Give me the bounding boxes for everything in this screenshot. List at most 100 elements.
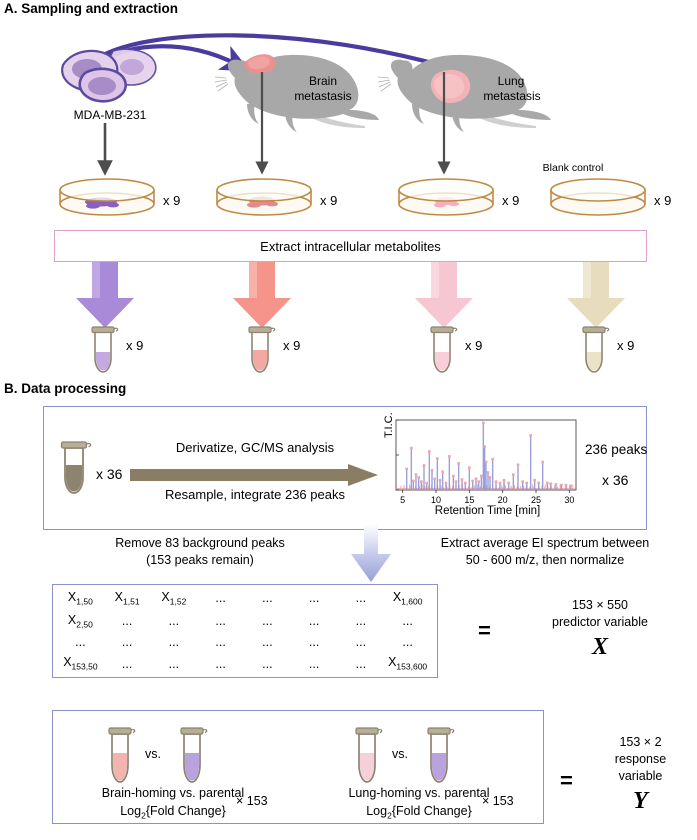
brain-count-label: × 153 [236,794,268,808]
remove-background-line1: Remove 83 background peaks [115,536,285,550]
mouse-brain-label-line2: metastasis [294,89,352,103]
matrix-cell-r3-c6: ... [308,635,320,650]
petri-dish-brain [214,178,314,220]
matrix-cell-r1-c1: X1,50 [67,590,93,607]
matrix-cell-r3-c8: ... [402,635,413,650]
dish-count-lung: x 9 [502,193,520,208]
matrix-cell-r2-c4: ... [215,613,226,628]
tube-lung [427,322,461,374]
chromatogram-ylabel: T.I.C. [383,412,395,438]
matrix-cell-r1-c4: ... [215,591,226,606]
dish-count-brain: x 9 [320,193,338,208]
tube-count-lung: x 9 [465,338,483,353]
mouse-lung-label-line1: Lung [497,74,525,88]
processing-down-arrow [349,524,393,584]
lung-count-label: × 153 [482,794,514,808]
response-variable-box [52,710,544,824]
mouse-brain-illustration [214,48,380,133]
matrix-cell-r4-c6: ... [308,656,320,671]
lung-foldchange-text: {Fold Change} [391,804,472,818]
chromatogram-xlabel: Retention Time [min] [434,505,541,517]
petri-dish-lung [396,178,496,220]
response-caption-line2: response [614,752,667,766]
matrix-cell-r2-c7: ... [355,613,367,628]
tube-blank [579,322,613,374]
svg-text:20: 20 [498,495,508,505]
tube-brain [245,322,279,374]
tube-parental-for-lung [424,723,456,785]
matrix-cell-r3-c4: ... [215,635,226,650]
tube-lung-homing [352,723,384,785]
predictor-symbol: X [591,634,608,660]
matrix-cell-r2-c5: ... [262,613,273,628]
matrix-cell-r1-c8: X1,600 [392,590,423,607]
matrix-cell-r2-c8: ... [402,613,413,628]
matrix-cell-r1-c2: X1,51 [114,590,140,607]
matrix-cell-r2-c1: X2,50 [67,612,93,630]
extract-ei-line1: Extract average EI spectrum between [440,536,650,550]
gcms-arrow-label-bottom: Resample, integrate 236 peaks [165,487,345,502]
cell-cluster-illustration [55,45,170,105]
lung-log-text: Log [366,804,388,818]
brain-log-sub: 2 [141,810,146,821]
extract-metabolites-box: Extract intracellular metabolites [54,230,647,262]
matrix-cell-r4-c2: ... [121,656,133,671]
colored-extraction-arrows [0,262,697,334]
tube-count-blank: x 9 [617,338,635,353]
svg-text:25: 25 [531,495,541,505]
response-equals-sign: = [560,768,573,793]
tube-parental [88,322,122,374]
matrix-cell-r3-c3: ... [168,635,180,650]
peaks-result-line2: x 36 [602,472,629,488]
brain-vs-label: vs. [145,747,161,761]
matrix-cell-r4-c8: X153,600 [388,655,428,672]
response-caption-line3: variable [618,769,663,783]
predictor-caption-line1: 153 × 550 [572,598,628,612]
lung-vs-label: vs. [392,747,408,761]
mouse-brain-label-line1: Brain [308,74,337,88]
matrix-cell-r1-c3: X1,52 [161,590,187,607]
dish-count-parental: x 9 [163,193,181,208]
lung-comparison-line1: Lung-homing vs. parental [348,786,490,800]
matrix-cell-r2-c6: ... [308,613,320,628]
response-symbol: Y [633,788,648,814]
lung-comparison-line2: Log2{Fold Change} [306,804,532,821]
matrix-cell-r3-c5: ... [262,635,273,650]
panel-a-title: A. Sampling and extraction [4,1,179,16]
peaks-result-line1: 236 peaks [585,442,648,457]
tube-parental-for-brain [177,723,209,785]
brain-comparison-line2: Log2{Fold Change} [58,804,288,821]
tube-count-parental: x 9 [126,338,144,353]
lung-log-sub: 2 [387,810,392,821]
dish-count-blank: x 9 [654,193,672,208]
matrix-cell-r4-c7: ... [355,656,367,671]
predictor-caption-line2: predictor variable [552,615,648,629]
brain-comparison-line1: Brain-homing vs. parental [101,786,245,800]
matrix-cell-r4-c5: ... [262,656,273,671]
matrix-cell-r3-c2: ... [121,635,133,650]
petri-dish-blank [548,178,648,220]
petri-dish-parental [57,178,157,220]
cell-line-label: MDA-MB-231 [73,108,147,122]
matrix-cell-r4-c4: ... [215,656,226,671]
brain-log-text: Log [120,804,142,818]
matrix-cell-r1-c5: ... [262,591,273,606]
extract-ei-line2: 50 - 600 m/z, then normalize [465,553,625,567]
matrix-cell-r2-c3: ... [168,613,180,628]
tube-pooled [57,437,95,495]
gcms-process-arrow [130,464,380,486]
mouse-lung-label-line2: metastasis [483,89,541,103]
predictor-equals-sign: = [478,618,491,643]
mouse-lung-illustration [377,48,553,133]
svg-text:15: 15 [464,495,474,505]
response-caption-line1: 153 × 2 [619,735,662,749]
remove-background-line2: (153 peaks remain) [146,553,254,567]
matrix-cell-r4-c1: X153,50 [63,655,98,672]
matrix-cell-r2-c2: ... [121,613,133,628]
matrix-cell-r1-c7: ... [355,591,367,606]
brain-foldchange-text: {Fold Change} [145,804,226,818]
pooled-tube-count: x 36 [96,466,123,482]
